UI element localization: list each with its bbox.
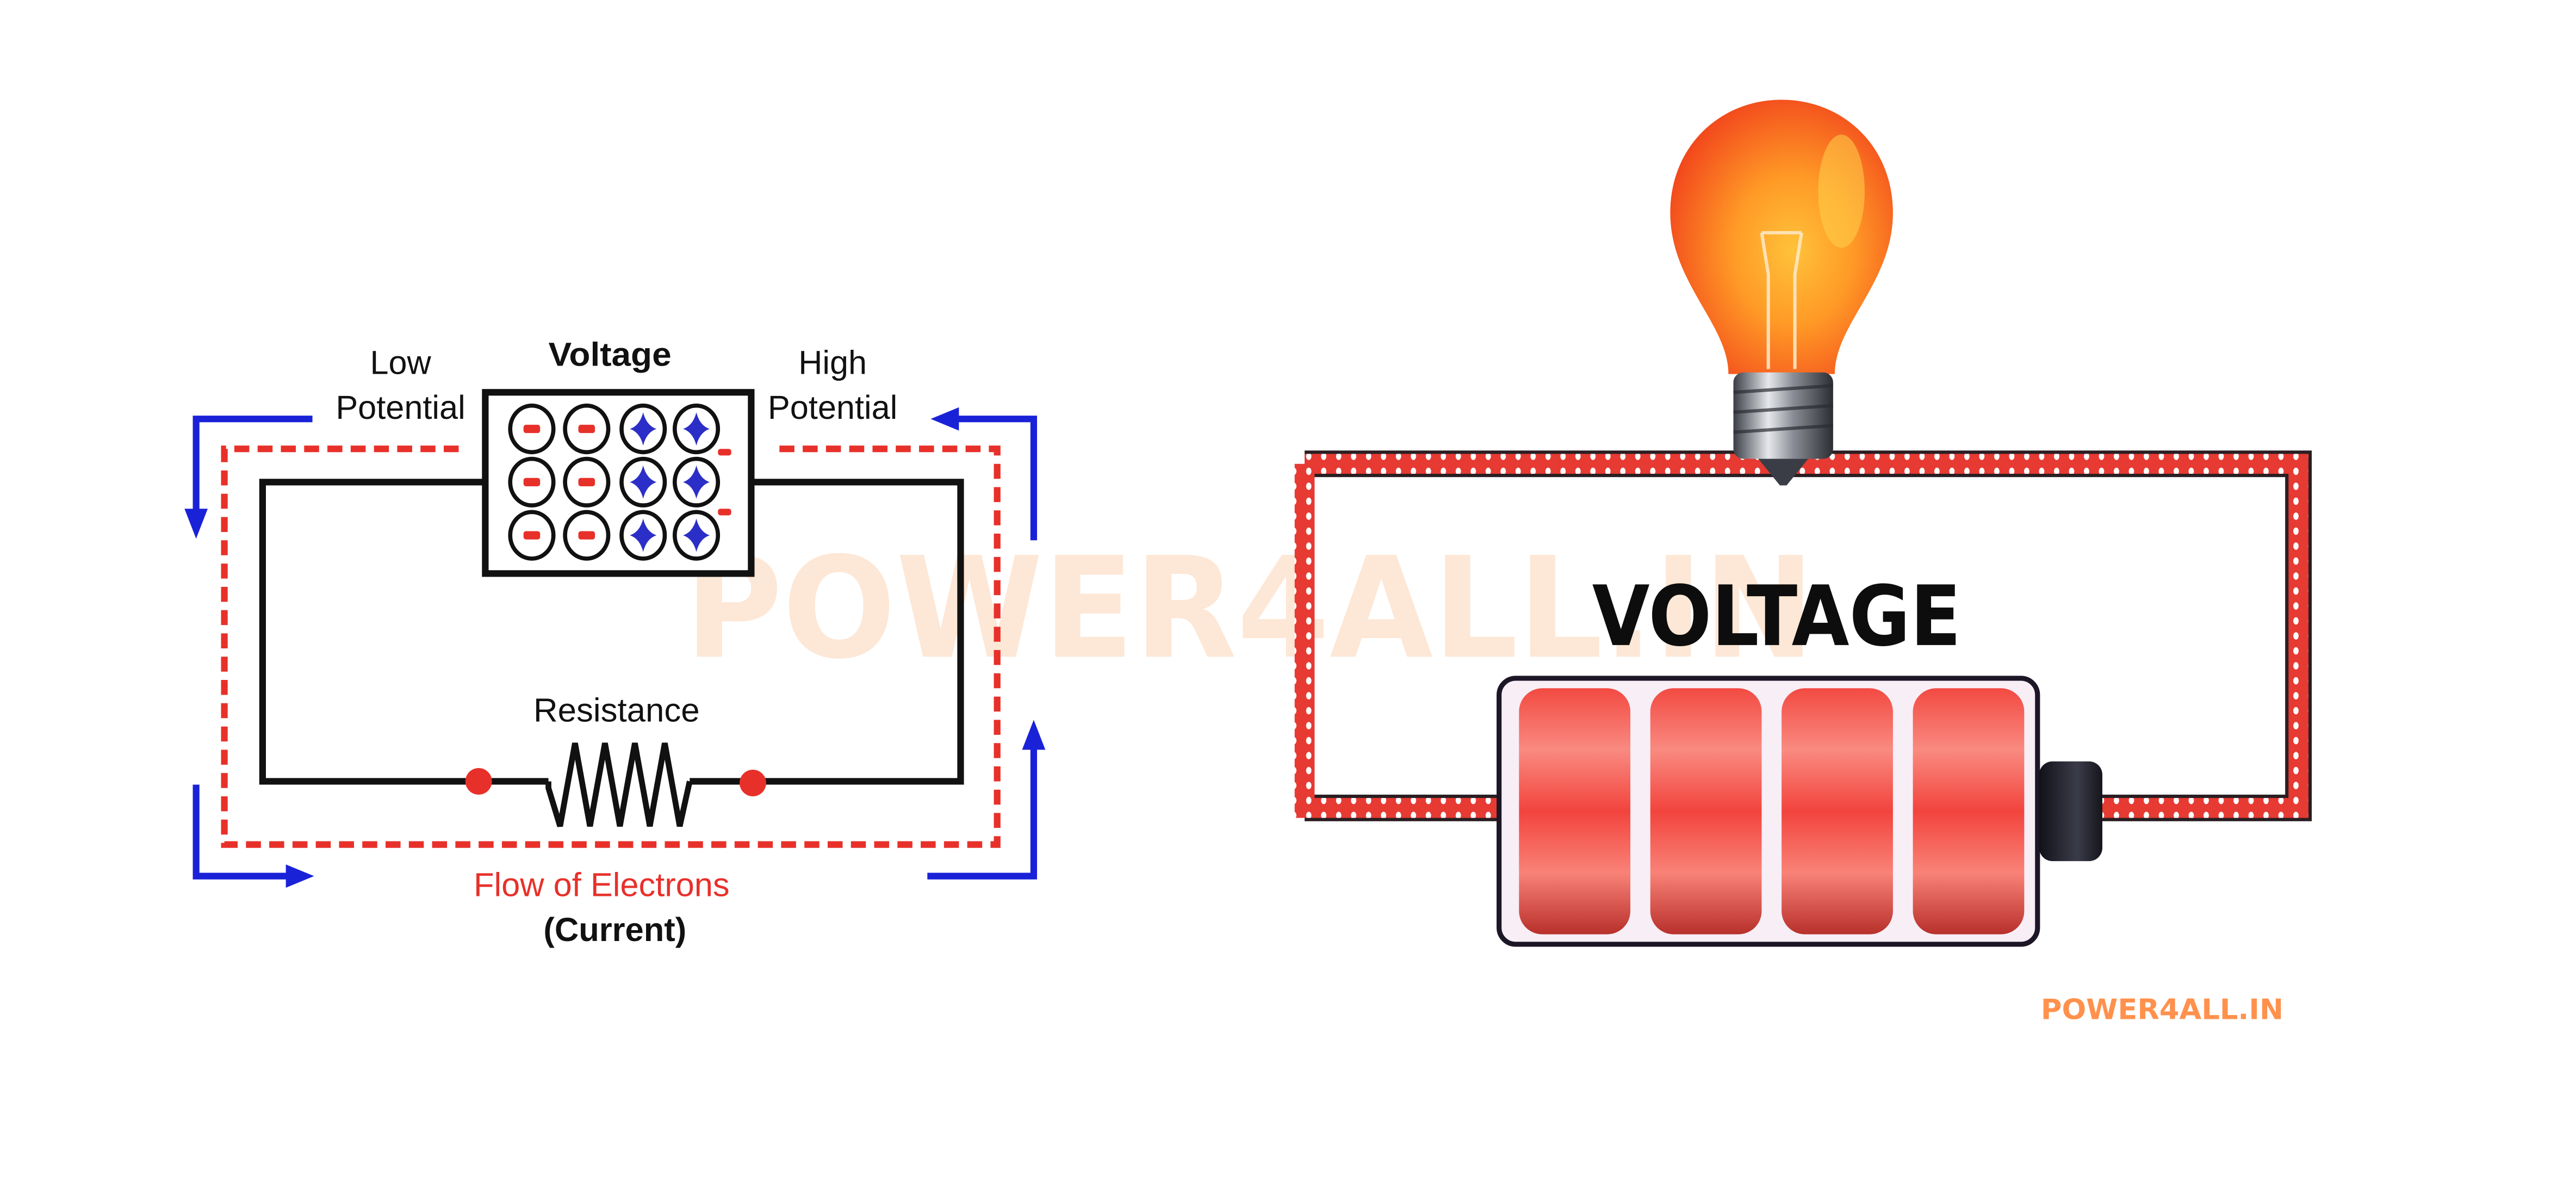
bulb-highlight [1818,134,1865,248]
arrow-top-right-icon [954,416,1038,541]
electron-flow-path [221,445,1001,848]
arrowhead-right-icon [285,864,314,888]
negative-charge-icon [523,531,541,540]
low-potential-label: Low [370,344,431,381]
negative-charge-icon [578,478,595,486]
positive-charge-icon [683,412,710,446]
current-direction-arrows [184,407,1046,888]
resistor-symbol [545,742,693,827]
battery-cell [1782,688,1893,935]
arrowhead-left-icon [930,407,959,431]
positive-charge-icon [630,518,657,552]
resistor-terminal-left [465,768,492,795]
resistance-label: Resistance [533,691,700,728]
battery-casing [1497,676,2040,947]
watermark-text: POWER4ALL.IN [685,527,1815,690]
battery-cells [1519,688,2025,935]
battery-diagram: VOLTAGE [1294,100,2312,947]
low-potential-label: Potential [336,389,465,426]
negative-charge-icon [578,531,595,540]
high-potential-label: High [798,344,867,381]
charge-grid [508,403,721,561]
bulb-tip [1758,459,1809,486]
current-label: (Current) [543,911,686,948]
battery-cell [1913,688,2025,935]
arrow-top-left-icon [193,416,313,516]
positive-charge-icon [630,465,657,499]
voltage-title: VOLTAGE [1592,568,1961,665]
circuit-wire [259,479,964,785]
light-bulb-icon [1670,100,1893,486]
bulb-base [1733,372,1833,459]
positive-charge-icon [630,412,657,446]
high-potential-label: Potential [768,389,897,426]
brand-logo: POWER4ALL.IN [2041,993,2283,1026]
battery-cell [1519,688,1631,935]
resistor-terminal-right [739,770,766,796]
bulb-glass [1670,100,1893,374]
arrow-bottom-left-icon [193,784,289,880]
arrowhead-up-icon [1022,720,1046,750]
negative-charge-icon [523,478,541,486]
negative-charge-icon [523,424,541,434]
battery-terminal [2039,761,2103,862]
arrow-bottom-right-icon [927,746,1038,880]
free-electron [718,509,731,516]
positive-charge-icon [683,518,710,552]
voltage-label: Voltage [549,336,672,373]
circuit-diagram: Low Potential Voltage High Potential Res… [184,336,1046,948]
flow-of-electrons-label: Flow of Electrons [474,866,730,903]
negative-charge-icon [578,424,595,434]
bulb-filament [1760,231,1803,369]
arrowhead-down-icon [184,509,208,539]
free-electron [718,449,731,456]
positive-charge-icon [683,465,710,499]
battery-cell [1650,688,1762,935]
